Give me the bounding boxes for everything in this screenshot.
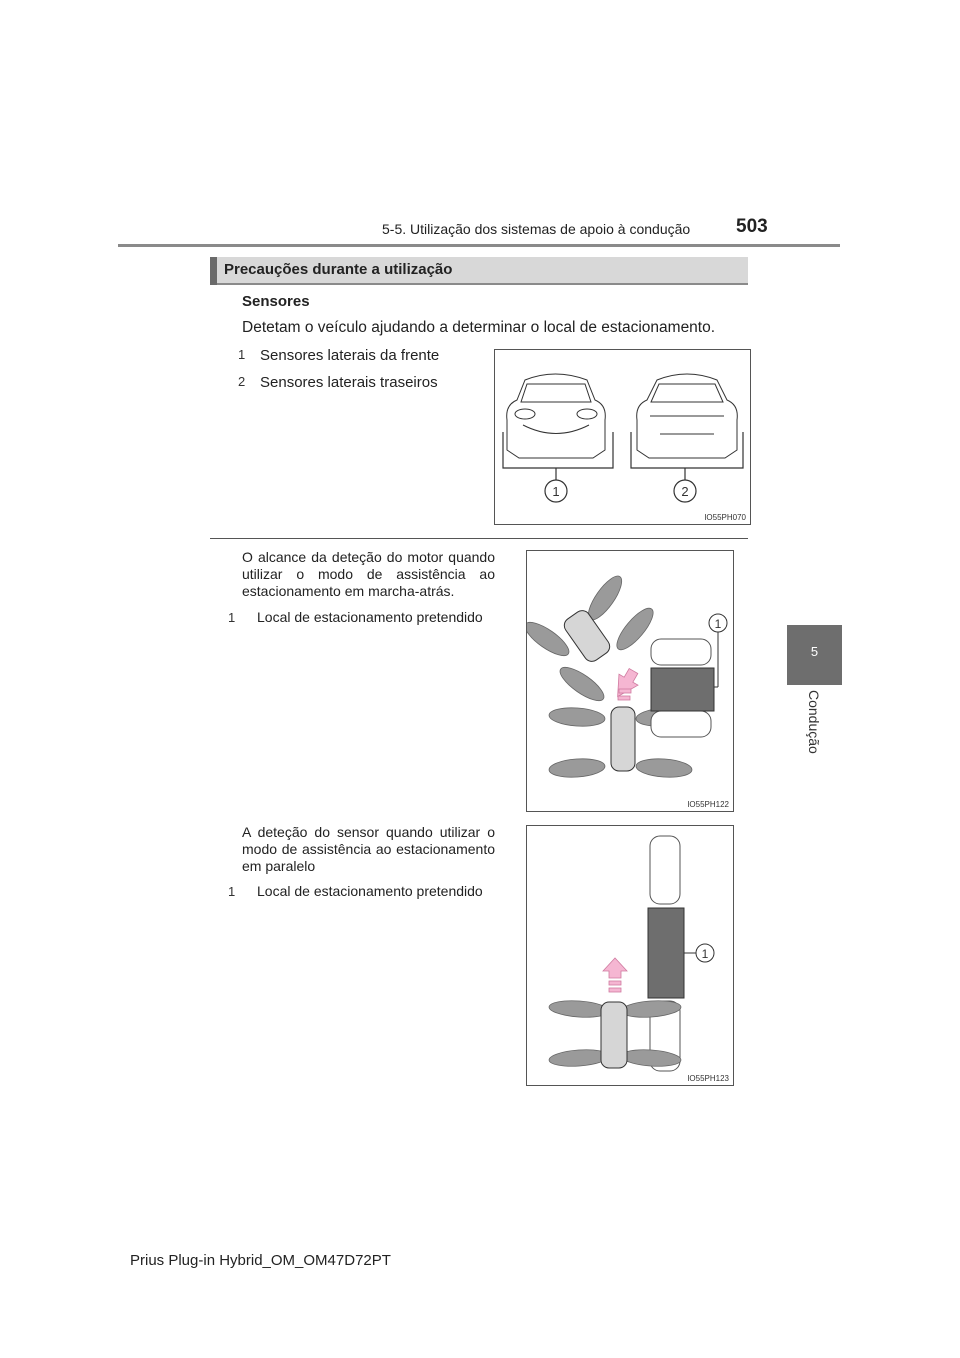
callout-label: 1 [715,617,722,631]
sensor-item-number: 1 [238,347,246,362]
page-number: 503 [736,216,768,237]
section-title-accent [210,257,217,285]
sensor-item-label: Sensores laterais da frente [260,347,440,364]
footer-document-id: Prius Plug-in Hybrid_OM_OM47D72PT [130,1252,391,1269]
sensor-item-number: 2 [238,374,246,389]
car-front-rear-illustration: 1 2 [502,373,744,503]
reverse-item-label: Local de estacionamento pretendido [257,609,483,625]
header-section-title: 5-5. Utilização dos sistemas de apoio à … [382,221,691,237]
sensors-description: Detetam o veículo ajudando a determinar … [242,319,716,336]
section-divider [210,538,748,539]
figure-parallel-parking: 1 IO55PH123 [526,825,734,1086]
chapter-tab-number: 5 [810,644,819,659]
sensors-heading: Sensores [242,293,310,310]
section-title: Precauções durante a utilização [224,261,453,278]
callout-label: 1 [552,484,559,499]
chapter-tab [787,625,842,685]
parallel-parking-illustration: 1 [548,835,715,1072]
reverse-description: O alcance da deteção do motor quando uti… [242,549,495,599]
parallel-item-label: Local de estacionamento pretendido [257,883,483,899]
parallel-description: A deteção do sensor quando utilizar o mo… [242,824,495,874]
reverse-parking-illustration: 1 [524,575,728,778]
reverse-item-number: 1 [228,610,236,625]
chapter-label: Condução [806,690,822,754]
parallel-item-number: 1 [228,884,236,899]
sensor-item-label: Sensores laterais traseiros [260,374,438,391]
figure-code: IO55PH123 [687,1074,729,1083]
figure-code: IO55PH122 [687,800,729,809]
callout-label: 1 [702,947,709,961]
section-title-bar [210,257,748,285]
figure-code: IO55PH070 [704,513,746,522]
callout-label: 2 [681,484,688,499]
figure-sensors-location: 1 2 IO55PH070 [494,349,751,525]
header-rule [118,244,840,247]
figure-reverse-parking: 1 IO55PH122 [524,550,734,812]
